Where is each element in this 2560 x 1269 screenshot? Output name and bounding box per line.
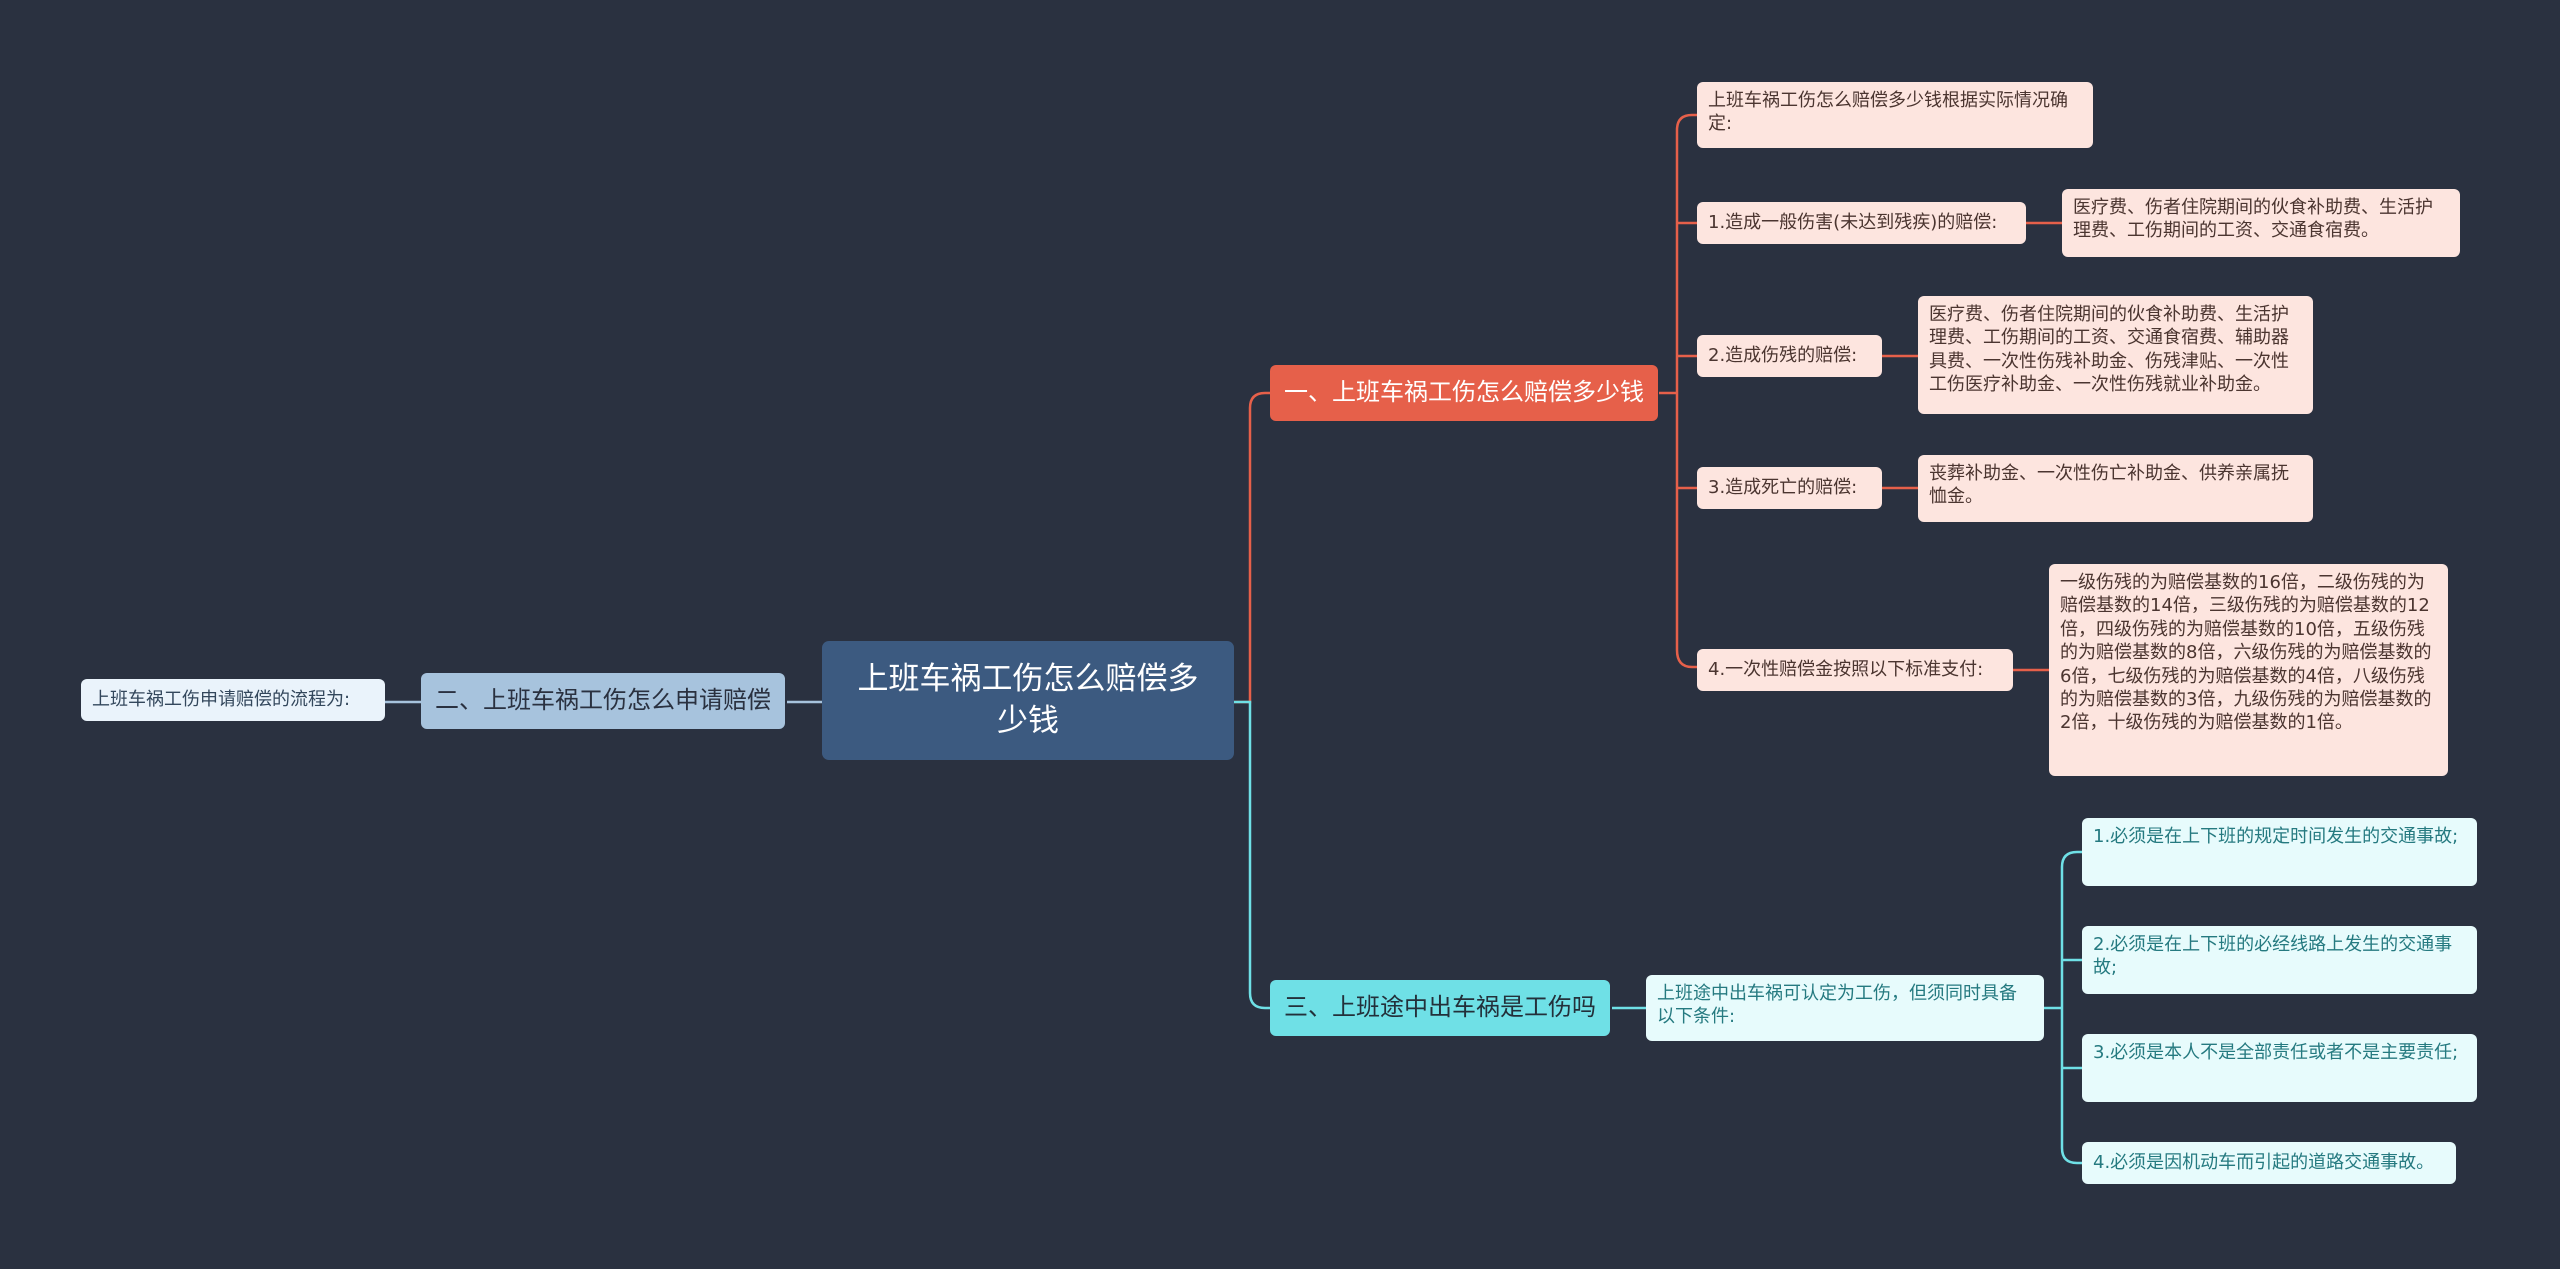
item-death-label: 3.造成死亡的赔偿: [1708, 477, 1858, 499]
condition-2-text: 2.必须是在上下班的必经线路上发生的交通事故; [2093, 934, 2453, 979]
branch-compensation-amount-label: 一、上班车祸工伤怎么赔偿多少钱 [1284, 378, 1644, 407]
root-topic[interactable]: 上班车祸工伤怎么赔偿多少钱 [822, 641, 1234, 760]
detail-death[interactable]: 丧葬补助金、一次性伤亡补助金、供养亲属抚恤金。 [1918, 455, 2313, 522]
amount-intro-note-text: 上班车祸工伤怎么赔偿多少钱根据实际情况确定: [1708, 90, 2068, 135]
root-topic-text: 上班车祸工伤怎么赔偿多少钱 [857, 660, 1199, 739]
item-death[interactable]: 3.造成死亡的赔偿: [1697, 467, 1882, 509]
commute-conditions-note[interactable]: 上班途中出车祸可认定为工伤，但须同时具备以下条件: [1646, 975, 2044, 1041]
detail-disability[interactable]: 医疗费、伤者住院期间的伙食补助费、生活护理费、工伤期间的工资、交通食宿费、辅助器… [1918, 296, 2313, 414]
detail-disability-text: 医疗费、伤者住院期间的伙食补助费、生活护理费、工伤期间的工资、交通食宿费、辅助器… [1929, 304, 2289, 396]
commute-conditions-note-text: 上班途中出车祸可认定为工伤，但须同时具备以下条件: [1657, 983, 2017, 1028]
condition-2[interactable]: 2.必须是在上下班的必经线路上发生的交通事故; [2082, 926, 2477, 994]
detail-general-injury-text: 医疗费、伤者住院期间的伙食补助费、生活护理费、工伤期间的工资、交通食宿费。 [2073, 197, 2433, 242]
branch-commute-accident-label: 三、上班途中出车祸是工伤吗 [1284, 993, 1596, 1022]
detail-general-injury[interactable]: 医疗费、伤者住院期间的伙食补助费、生活护理费、工伤期间的工资、交通食宿费。 [2062, 189, 2460, 257]
branch-commute-accident[interactable]: 三、上班途中出车祸是工伤吗 [1270, 980, 1610, 1036]
condition-1[interactable]: 1.必须是在上下班的规定时间发生的交通事故; [2082, 818, 2477, 886]
apply-process-note[interactable]: 上班车祸工伤申请赔偿的流程为: [81, 679, 385, 721]
item-disability-label: 2.造成伤残的赔偿: [1708, 345, 1858, 367]
branch-apply-compensation[interactable]: 二、上班车祸工伤怎么申请赔偿 [421, 673, 785, 729]
amount-intro-note[interactable]: 上班车祸工伤怎么赔偿多少钱根据实际情况确定: [1697, 82, 2093, 148]
item-lump-sum-label: 4.一次性赔偿金按照以下标准支付: [1708, 659, 1984, 681]
branch-apply-compensation-label: 二、上班车祸工伤怎么申请赔偿 [435, 686, 771, 715]
condition-1-text: 1.必须是在上下班的规定时间发生的交通事故; [2093, 826, 2459, 847]
condition-3[interactable]: 3.必须是本人不是全部责任或者不是主要责任; [2082, 1034, 2477, 1102]
branch-compensation-amount[interactable]: 一、上班车祸工伤怎么赔偿多少钱 [1270, 365, 1658, 421]
item-lump-sum[interactable]: 4.一次性赔偿金按照以下标准支付: [1697, 649, 2013, 691]
apply-process-note-text: 上班车祸工伤申请赔偿的流程为: [92, 689, 351, 711]
detail-lump-sum-text: 一级伤残的为赔偿基数的16倍，二级伤残的为赔偿基数的14倍，三级伤残的为赔偿基数… [2060, 572, 2432, 734]
detail-lump-sum[interactable]: 一级伤残的为赔偿基数的16倍，二级伤残的为赔偿基数的14倍，三级伤残的为赔偿基数… [2049, 564, 2448, 776]
item-disability[interactable]: 2.造成伤残的赔偿: [1697, 335, 1882, 377]
condition-4-text: 4.必须是因机动车而引起的道路交通事故。 [2093, 1152, 2435, 1174]
detail-death-text: 丧葬补助金、一次性伤亡补助金、供养亲属抚恤金。 [1929, 463, 2289, 508]
condition-3-text: 3.必须是本人不是全部责任或者不是主要责任; [2093, 1042, 2459, 1063]
item-general-injury-label: 1.造成一般伤害(未达到残疾)的赔偿: [1708, 212, 1998, 234]
item-general-injury[interactable]: 1.造成一般伤害(未达到残疾)的赔偿: [1697, 202, 2026, 244]
condition-4[interactable]: 4.必须是因机动车而引起的道路交通事故。 [2082, 1142, 2456, 1184]
link-branch3-conditions [2044, 850, 2082, 1165]
link-branch1-items [1659, 113, 1697, 669]
link-root-branch3 [1234, 700, 1270, 1010]
link-root-branch1 [1234, 391, 1270, 704]
